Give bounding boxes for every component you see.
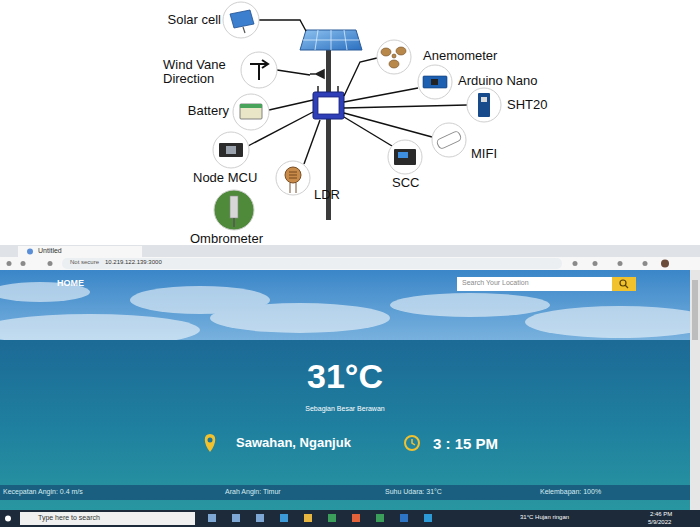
component-label: Solar cell (168, 13, 221, 27)
component-label: Wind Vane Direction (163, 58, 245, 86)
wind-speed: Kecepatan Angin: 0.4 m/s (3, 488, 83, 496)
mifi-icon (436, 130, 462, 149)
search-placeholder: Search Your Location (462, 279, 529, 287)
component-label: Battery (188, 104, 229, 118)
wind-vane-icon (250, 60, 268, 80)
info-strip (0, 485, 700, 500)
taskbar-search: Type here to search (38, 514, 100, 522)
humidity: Kelembapan: 100% (540, 488, 601, 496)
url: 10.219.122.139:3000 (105, 259, 162, 266)
tab-bar (0, 245, 700, 257)
component-label: MIFI (471, 147, 497, 161)
component-label: Ombrometer (190, 232, 263, 246)
weather-condition: Sebagian Besar Berawan (305, 405, 384, 413)
part-name: Node MCU (193, 171, 257, 185)
vane-on-pole (310, 70, 324, 78)
clock-time: 2:46 PM (650, 511, 672, 518)
icon-circles (213, 2, 501, 195)
component-label: Arduino Nano (458, 74, 538, 88)
part-name: SCC (392, 176, 419, 190)
leader-lines (248, 20, 467, 164)
clock-date: 5/9/2022 (648, 519, 671, 526)
controller-box (313, 92, 344, 119)
part-name: LDR (314, 188, 340, 202)
part-name: Battery (188, 104, 229, 118)
location: Sawahan, Nganjuk (236, 436, 351, 451)
solar-panel (300, 30, 362, 50)
nodemcu-icon (219, 143, 243, 157)
taskbar (0, 510, 700, 527)
air-temperature: Suhu Udara: 31°C (385, 488, 442, 496)
nav-link: HOME (57, 278, 84, 288)
part-name: Ombrometer (190, 232, 263, 246)
dashboard-screenshot (0, 245, 700, 527)
part-name: Anemometer (423, 49, 497, 63)
component-label: Node MCU (193, 171, 257, 185)
taskbar-weather: 31°C Hujan ringan (520, 514, 569, 521)
search-box (457, 277, 613, 291)
anemometer-icon (381, 47, 406, 68)
ombrometer-icon (214, 190, 254, 230)
part-name: MIFI (471, 147, 497, 161)
wind-direction: Arah Angin: Timur (225, 488, 281, 496)
address-bar (0, 257, 700, 270)
component-label: SCC (392, 176, 419, 190)
temperature: 31°C (307, 357, 383, 396)
solar-icon (230, 10, 254, 28)
security-note: Not secure (70, 259, 99, 266)
time: 3 : 15 PM (433, 435, 498, 452)
sht20-icon (478, 93, 490, 117)
weather-station (213, 2, 501, 230)
location-pin (205, 434, 216, 452)
scc-icon (394, 149, 416, 165)
component-label: Anemometer (423, 49, 497, 63)
arduino-icon (423, 76, 447, 88)
battery-icon (240, 104, 262, 119)
component-label: SHT20 (507, 98, 547, 112)
component-label: LDR (314, 188, 340, 202)
browser-tab: Untitled (38, 247, 62, 255)
part-name: Solar cell (168, 13, 221, 27)
weather-panel (0, 340, 700, 510)
part-name: SHT20 (507, 98, 547, 112)
part-name: Wind Vane Direction (163, 58, 245, 86)
part-name: Arduino Nano (458, 74, 538, 88)
clock-icon (405, 436, 419, 450)
